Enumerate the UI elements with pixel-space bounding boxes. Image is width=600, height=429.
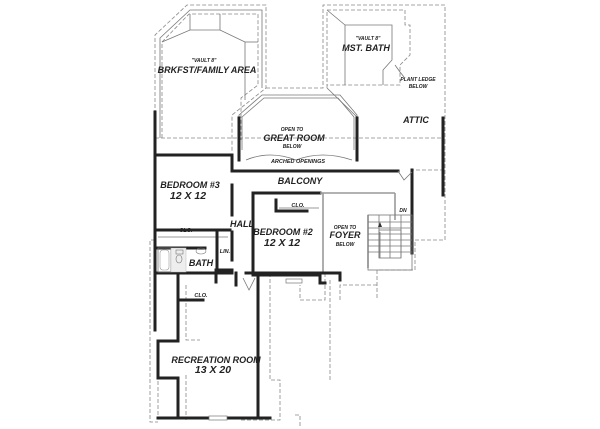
room-labels: "VAULT 8" BRKFST/FAMILY AREA "VAULT 8" M… — [158, 36, 437, 376]
plant-ledge-below-label: BELOW — [409, 84, 429, 90]
brkfst-family-label: BRKFST/FAMILY AREA — [158, 65, 257, 75]
bedroom2-closet-label: CLO. — [291, 203, 305, 209]
stairs-dn-label: DN — [399, 208, 407, 214]
bedroom3-closet-label: CLO. — [179, 228, 193, 234]
recreation-room-label: RECREATION ROOM — [171, 355, 261, 365]
staircase — [367, 214, 413, 271]
balcony-label: BALCONY — [278, 176, 323, 186]
bath-fixtures — [157, 247, 207, 273]
great-room-label: GREAT ROOM — [263, 133, 325, 143]
foyer-label: FOYER — [329, 230, 361, 240]
recreation-room-size: 13 X 20 — [195, 364, 231, 376]
foyer-open-label: OPEN TO — [334, 225, 357, 231]
mst-bath-vault-label: "VAULT 8" — [356, 36, 381, 42]
windows — [208, 278, 303, 421]
great-room-bay — [237, 94, 359, 162]
bedroom2-label: BEDROOM #2 — [253, 227, 313, 237]
bedroom3-size: 12 X 12 — [170, 190, 206, 202]
bedroom3-label: BEDROOM #3 — [160, 180, 220, 190]
great-room-below-label: BELOW — [283, 144, 303, 150]
attic-label: ATTIC — [402, 115, 429, 125]
foyer-below-label: BELOW — [336, 242, 356, 248]
great-room-open-label: OPEN TO — [281, 127, 304, 133]
brkfst-vault-label: "VAULT 8" — [192, 58, 217, 64]
hall-label: HALL — [230, 219, 254, 229]
bath-label: BATH — [189, 258, 214, 268]
plant-ledge-label: PLANT LEDGE — [400, 77, 436, 83]
walls — [153, 110, 445, 420]
recreation-closet-label: CLO. — [194, 293, 208, 299]
bedroom2-size: 12 X 12 — [264, 237, 300, 249]
linen-closet-label: LIN. — [220, 249, 231, 255]
arched-openings-label: ARCHED OPENINGS — [270, 159, 325, 165]
mst-bath-label: MST. BATH — [342, 43, 390, 53]
